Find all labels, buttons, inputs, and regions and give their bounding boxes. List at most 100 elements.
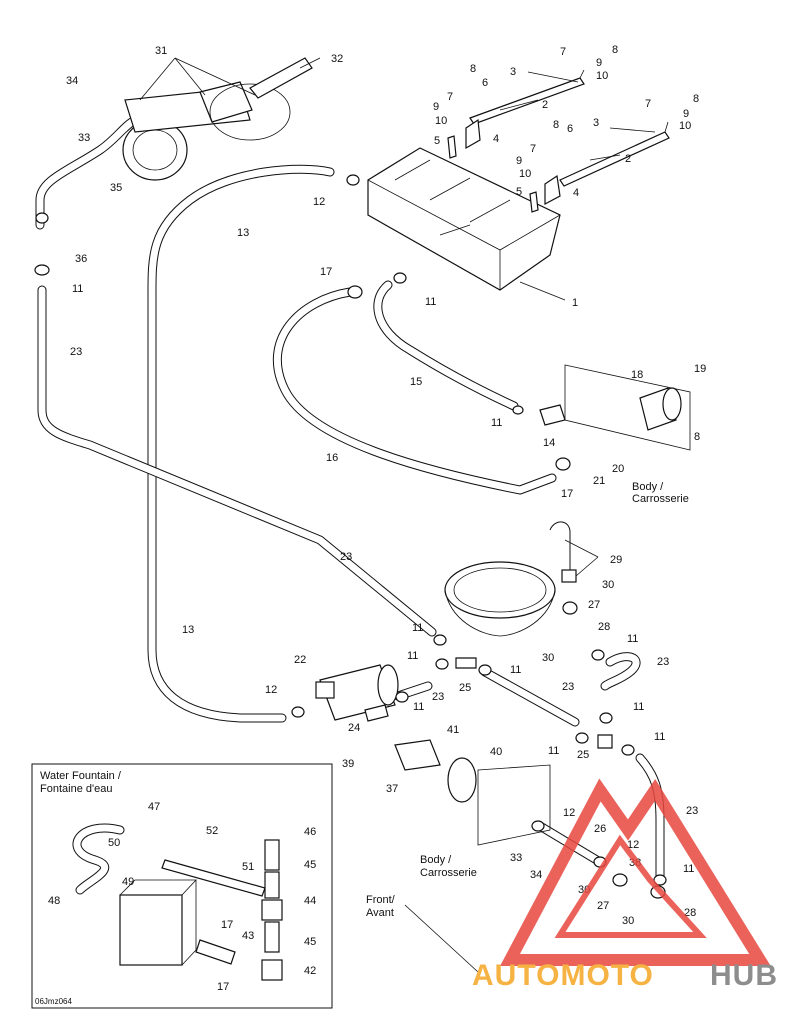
callout-6: 6	[482, 77, 488, 89]
callout-10: 10	[519, 168, 531, 180]
watermark-triangle-inner	[554, 834, 707, 938]
callout-23: 23	[657, 656, 669, 668]
callout-11: 11	[72, 283, 83, 295]
callout-17: 17	[221, 919, 233, 931]
callout-8: 8	[694, 431, 700, 443]
callout-7: 7	[645, 98, 651, 110]
callout-15: 15	[410, 376, 422, 388]
callout-5: 5	[516, 186, 522, 198]
light-assembly	[122, 57, 313, 181]
callout-11: 11	[654, 731, 665, 743]
callout-26: 26	[594, 823, 606, 835]
callout-36: 36	[75, 253, 87, 265]
callout-34: 34	[530, 869, 542, 881]
callout-23: 23	[686, 805, 698, 817]
callout-16: 16	[326, 452, 338, 464]
faucet	[549, 521, 577, 583]
callout-19: 19	[694, 363, 706, 375]
callout-27: 27	[597, 900, 609, 912]
callout-10: 10	[679, 120, 691, 132]
callout-24: 24	[348, 722, 360, 734]
callout-34: 34	[66, 75, 78, 87]
callout-3: 3	[510, 66, 516, 78]
callout-44: 44	[304, 895, 316, 907]
callout-1: 1	[572, 297, 578, 309]
callout-11: 11	[510, 664, 521, 676]
body-note-1-line2: Carrosserie	[632, 493, 689, 505]
callout-9: 9	[596, 57, 602, 69]
callout-52: 52	[206, 825, 218, 837]
callout-11: 11	[627, 633, 638, 645]
reference-code: 06Jmz064	[35, 997, 72, 1006]
mounting-rails	[469, 69, 670, 187]
watermark-text-gray: HUB	[710, 959, 778, 992]
water-tank	[367, 147, 561, 291]
callout-10: 10	[596, 70, 608, 82]
callout-22: 22	[294, 654, 306, 666]
water-fountain-inset	[31, 763, 333, 1009]
callout-14: 14	[543, 437, 555, 449]
callout-23: 23	[432, 691, 444, 703]
front-note-line2: Avant	[366, 907, 394, 919]
body-note-2-line2: Carrosserie	[420, 867, 477, 879]
callout-27: 27	[588, 599, 600, 611]
callout-45: 45	[304, 936, 316, 948]
callout-30: 30	[542, 652, 554, 664]
callout-8: 8	[612, 44, 618, 56]
leader-lines	[139, 57, 656, 973]
callout-45: 45	[304, 859, 316, 871]
callout-25: 25	[577, 749, 589, 761]
callout-9: 9	[433, 101, 439, 113]
callout-49: 49	[122, 876, 134, 888]
inlet-fitting	[564, 364, 691, 451]
sink-bowl	[444, 561, 556, 637]
watermark-logo: AUTOMOTO HUB	[472, 778, 778, 992]
callout-12: 12	[265, 684, 277, 696]
callout-11: 11	[683, 863, 694, 875]
callout-12: 12	[563, 807, 575, 819]
callout-33: 33	[78, 132, 90, 144]
text-notes: Body / Carrosserie Body / Carrosserie Fr…	[35, 481, 689, 1006]
callout-28: 28	[598, 621, 610, 633]
callout-25: 25	[459, 682, 471, 694]
callout-18: 18	[631, 369, 643, 381]
callout-10: 10	[435, 115, 447, 127]
callout-2: 2	[542, 99, 548, 111]
callout-23: 23	[340, 551, 352, 563]
callout-30: 30	[622, 915, 634, 927]
callout-51: 51	[242, 861, 254, 873]
body-note-2-line1: Body /	[420, 854, 452, 866]
callout-20: 20	[612, 463, 624, 475]
callout-11: 11	[633, 701, 644, 713]
callout-6: 6	[567, 123, 573, 135]
callout-2: 2	[625, 153, 631, 165]
callout-4: 4	[573, 187, 579, 199]
callout-47: 47	[148, 801, 160, 813]
callout-43: 43	[242, 930, 254, 942]
callout-12: 12	[627, 839, 639, 851]
callout-labels: 1 2 2 3 3 4 4 5 5 6 6 7 7 7 7 8 8 8 8 8 …	[48, 44, 706, 993]
callout-8: 8	[470, 63, 476, 75]
pump	[315, 664, 399, 721]
callout-13: 13	[237, 227, 249, 239]
callout-9: 9	[683, 108, 689, 120]
body-note-1-line1: Body /	[632, 481, 664, 493]
callout-31: 31	[155, 45, 167, 57]
callout-23: 23	[70, 346, 82, 358]
callout-13: 13	[182, 624, 194, 636]
callout-7: 7	[560, 46, 566, 58]
callout-17: 17	[217, 981, 229, 993]
callout-29: 29	[610, 554, 622, 566]
callout-40: 40	[490, 746, 502, 758]
callout-30: 30	[602, 579, 614, 591]
callout-7: 7	[530, 143, 536, 155]
inset-title-line2: Fontaine d'eau	[40, 783, 112, 795]
callout-41: 41	[447, 724, 459, 736]
callout-8: 8	[553, 119, 559, 131]
callout-46: 46	[304, 826, 316, 838]
callout-5: 5	[434, 135, 440, 147]
callout-11: 11	[425, 296, 436, 308]
callout-50: 50	[108, 837, 120, 849]
clamps	[447, 118, 561, 213]
